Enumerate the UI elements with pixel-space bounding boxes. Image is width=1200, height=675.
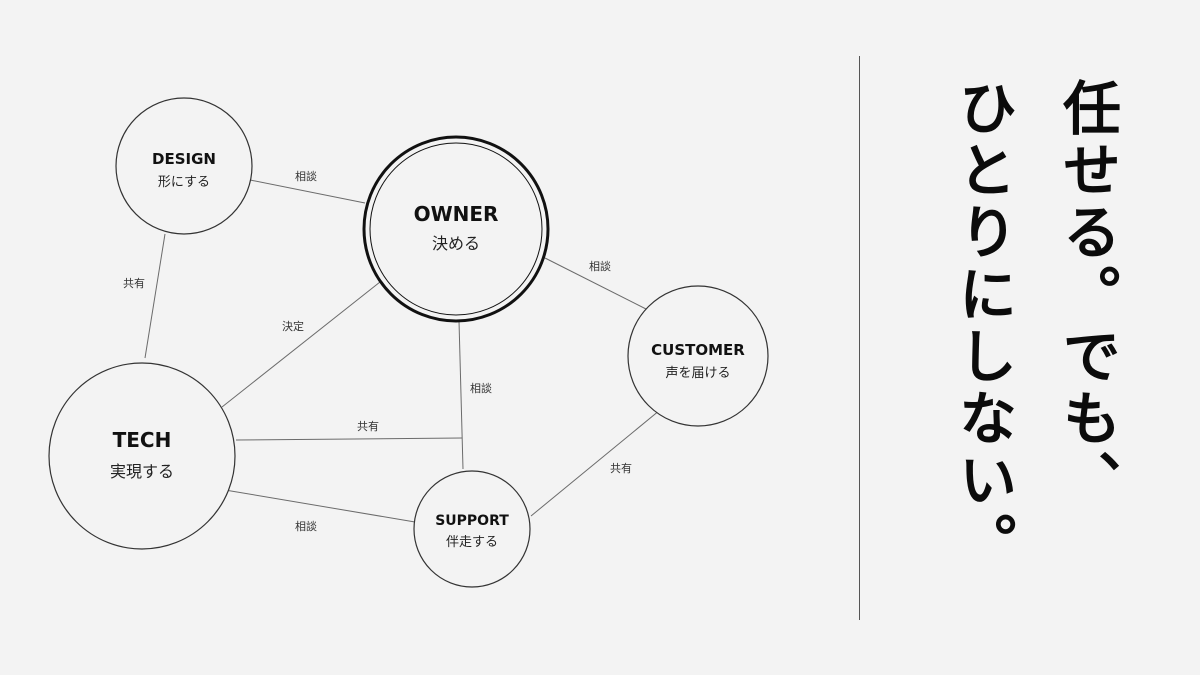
tagline-line-1: 任せる。でも、 [1053,78,1121,512]
edge-label-customer-support: 共有 [610,461,632,475]
node-design: DESIGN 形にする [115,97,253,235]
edge-label-owner-support: 相談 [470,381,492,395]
node-support-title: SUPPORT [435,513,509,529]
edge-owner-tech [221,281,381,408]
edge-label-owner-tech: 決定 [282,319,304,333]
edge-tech-support-bottom [224,489,416,523]
node-customer-circle [627,285,769,427]
edge-design-tech [144,233,166,359]
edge-label-design-owner: 相談 [295,169,317,183]
node-tech-title: TECH [113,428,172,452]
node-tech: TECH 実現する [48,362,236,550]
edge-owner-customer [544,257,649,311]
node-owner-subtitle: 決める [432,234,480,253]
node-tech-circle [48,362,236,550]
node-tech-subtitle: 実現する [110,462,174,481]
edge-customer-support [530,409,661,517]
node-design-circle [115,97,253,235]
tagline-line-2: ひとりにしない。 [949,78,1017,574]
edge-label-owner-customer: 相談 [589,259,611,273]
node-support-subtitle: 伴走する [446,535,498,550]
edge-owner-support [458,320,464,470]
edge-label-tech-support-bottom: 相談 [295,519,317,533]
edge-label-tech-support-top: 共有 [357,419,379,433]
node-design-title: DESIGN [152,150,216,168]
vertical-divider [859,56,860,620]
node-support-circle [413,470,531,588]
node-owner: OWNER 決める [362,135,550,323]
node-support: SUPPORT 伴走する [413,470,531,588]
node-owner-title: OWNER [414,202,499,226]
node-customer: CUSTOMER 声を届ける [627,285,769,427]
edge-label-design-tech: 共有 [123,276,145,290]
node-customer-title: CUSTOMER [651,341,745,359]
node-design-subtitle: 形にする [158,175,210,190]
edge-tech-support-top [235,437,463,441]
node-owner-outer-ring [362,135,550,323]
edge-design-owner [249,179,366,204]
node-owner-inner-ring [369,142,543,316]
node-customer-subtitle: 声を届ける [665,366,730,381]
